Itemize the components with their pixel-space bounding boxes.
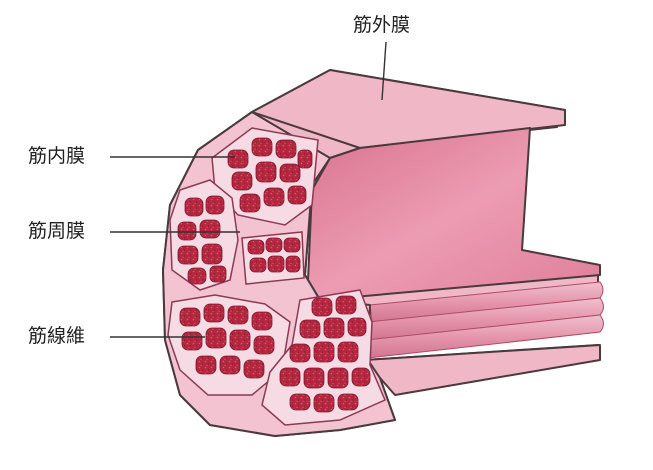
label-muscle-fiber: 筋線維 [28, 325, 86, 347]
fascicle-left [169, 179, 239, 291]
label-perimysium: 筋周膜 [28, 220, 86, 242]
leader-line-epimysium [381, 41, 387, 101]
muscle-fiber-strands [365, 281, 604, 359]
inner-cavity-wall [307, 127, 601, 301]
fascicle-bottom-right [261, 289, 386, 426]
label-endomysium: 筋内膜 [28, 145, 86, 167]
fascicle-top [211, 127, 319, 226]
label-epimysium: 筋外膜 [353, 14, 411, 36]
fascicle-center [241, 231, 305, 285]
fascicle-bottom-left [167, 294, 291, 396]
leader-lines [110, 41, 387, 338]
